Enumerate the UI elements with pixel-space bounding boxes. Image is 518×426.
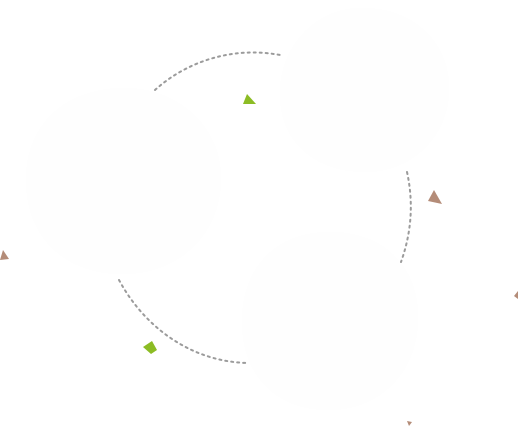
- brown-triangle-right: [428, 190, 442, 204]
- blob-left: [26, 87, 222, 275]
- brown-triangle-left-edge: [0, 250, 9, 260]
- arc-bottom-left: [118, 279, 249, 364]
- blob-top-right: [279, 7, 450, 172]
- blob-bottom-right: [242, 232, 419, 410]
- arc-group: [118, 51, 412, 364]
- blob-group: [26, 7, 450, 410]
- arc-right: [400, 171, 412, 263]
- brown-triangle-bottom: [407, 421, 412, 426]
- green-quad-bottom: [143, 341, 157, 354]
- marker-group: [0, 94, 518, 426]
- green-triangle-top: [243, 94, 256, 104]
- brown-triangle-right-edge: [514, 291, 518, 299]
- arc-top: [154, 51, 281, 91]
